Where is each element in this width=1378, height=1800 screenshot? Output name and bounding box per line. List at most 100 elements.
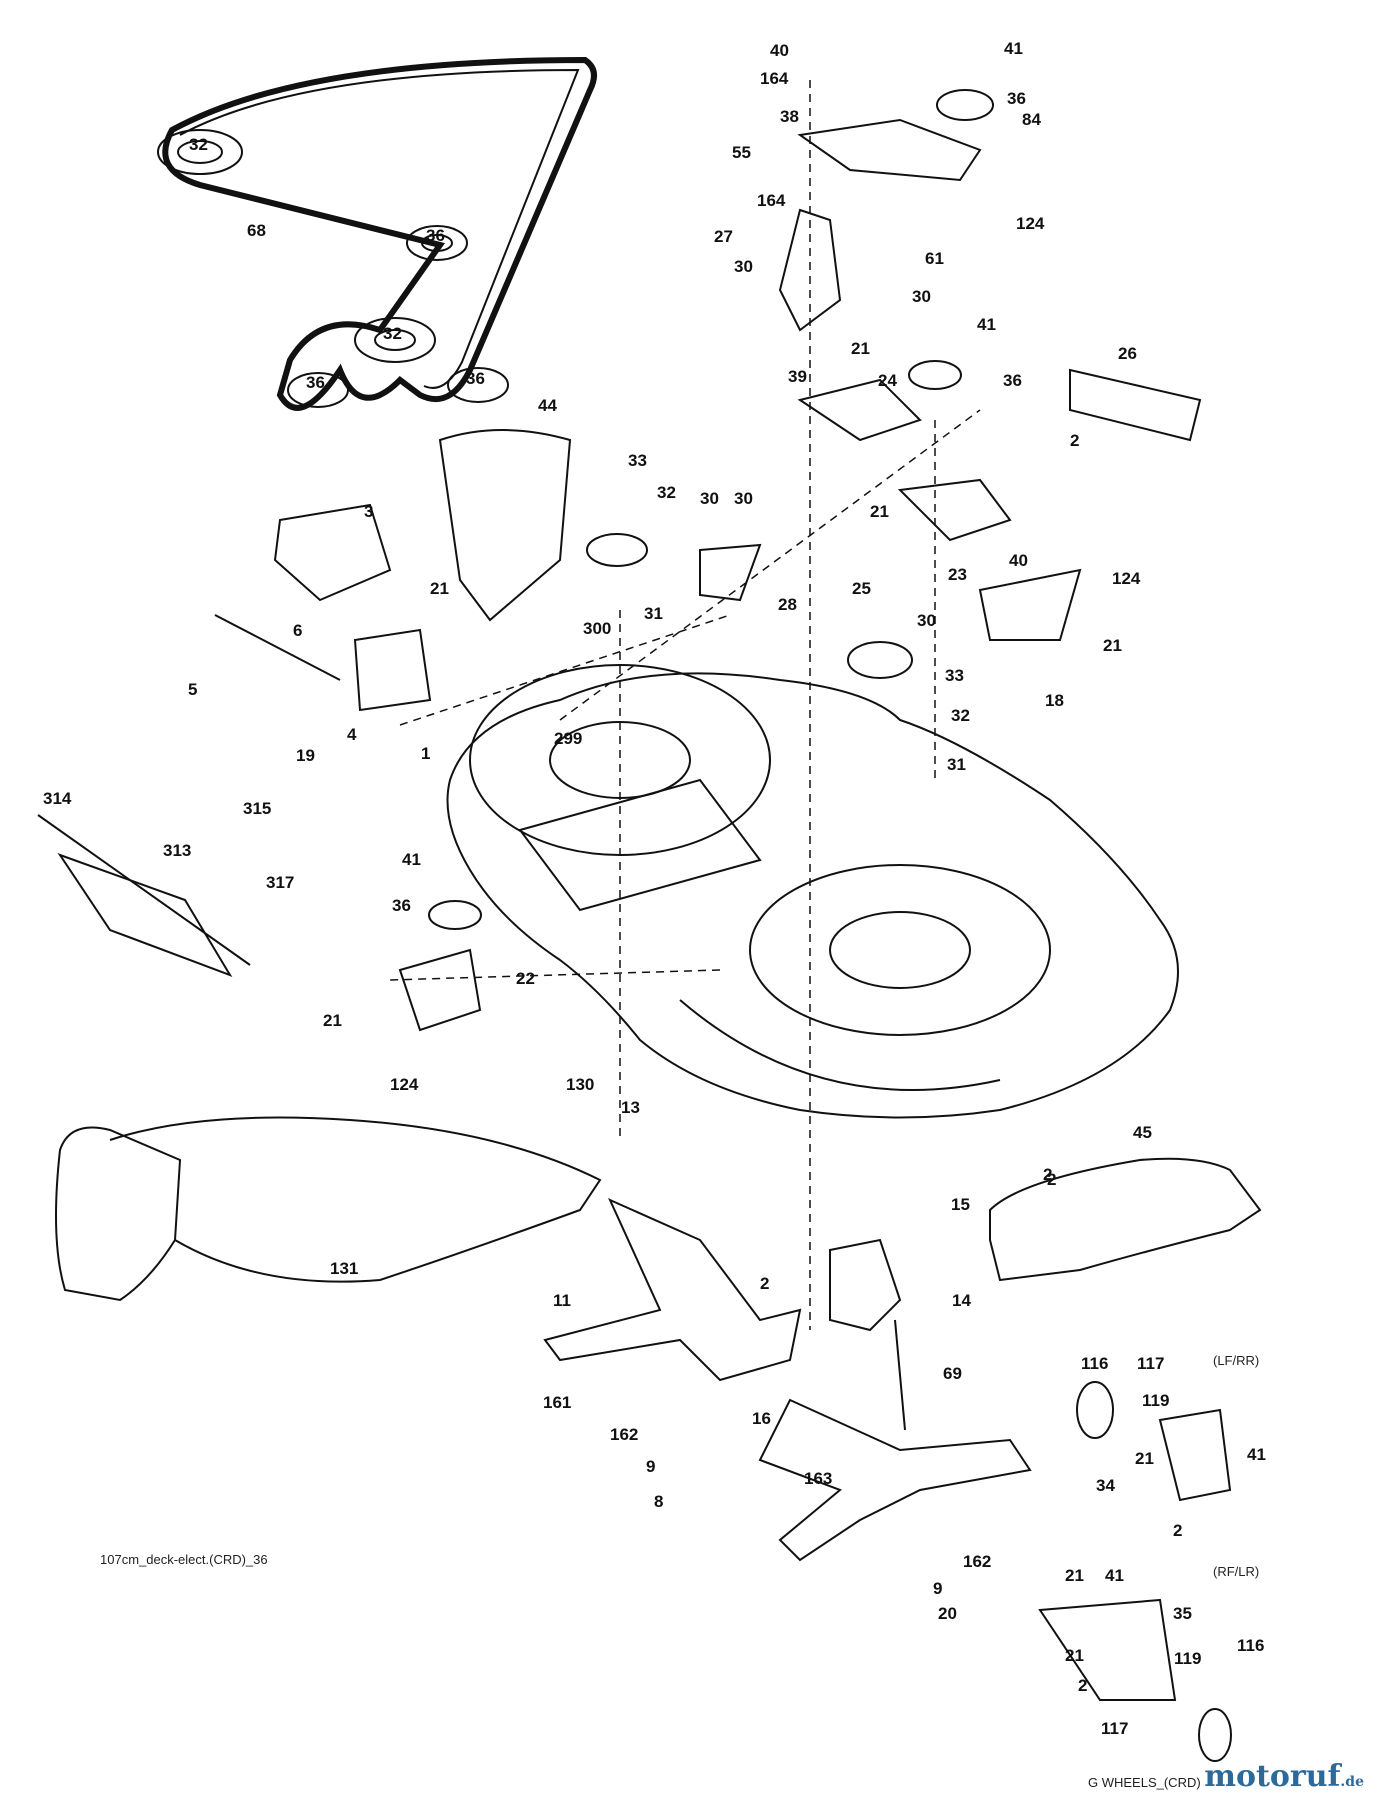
- callout-26: 3: [364, 502, 374, 521]
- callout-91: 117: [1101, 1719, 1129, 1738]
- callout-62: 2: [1047, 1170, 1057, 1189]
- gauge-wheels: [1038, 1381, 1232, 1762]
- callout-31: 19: [296, 746, 315, 765]
- callout-32: 300: [583, 619, 612, 638]
- callout-33: 31: [644, 604, 663, 623]
- idler-assembly: [778, 89, 1202, 679]
- callout-6: 36: [1007, 89, 1026, 108]
- callout-60: 45: [1133, 1123, 1152, 1142]
- callout-53: 22: [516, 969, 535, 988]
- callout-41: 33: [945, 666, 964, 685]
- callout-27: 21: [430, 579, 449, 598]
- callout-16: 36: [1003, 371, 1022, 390]
- callout-4: 164: [757, 191, 786, 210]
- callout-82: 41: [1247, 1445, 1266, 1464]
- callout-73: 163: [804, 1469, 833, 1488]
- callout-61: 15: [951, 1195, 970, 1214]
- callout-29: 5: [188, 680, 198, 699]
- callout-36: 40: [1009, 551, 1028, 570]
- callout-63: 2: [760, 1274, 770, 1293]
- callout-22: 32: [657, 483, 676, 502]
- callout-58: 13: [621, 1098, 640, 1117]
- callout-55: 124: [390, 1075, 419, 1094]
- callout-8: 124: [1016, 214, 1045, 233]
- callout-9: 27: [714, 227, 733, 246]
- callout-7: 84: [1022, 110, 1041, 129]
- belt-drawing: [162, 56, 597, 411]
- callout-74: 162: [963, 1552, 992, 1571]
- callout-5: 41: [1004, 39, 1023, 58]
- callout-85: 41: [1105, 1566, 1124, 1585]
- callout-49: 313: [163, 841, 192, 860]
- callout-83: 2: [1173, 1521, 1183, 1540]
- callout-1: 164: [760, 69, 789, 88]
- callout-17: 24: [878, 371, 897, 390]
- callout-19: 2: [1070, 431, 1080, 450]
- callout-43: 18: [1045, 691, 1064, 710]
- callout-37: 25: [852, 579, 871, 598]
- callout-15: 21: [851, 339, 870, 358]
- callout-68: 69: [943, 1364, 962, 1383]
- callout-86: 35: [1173, 1604, 1192, 1623]
- callout-44: 31: [947, 755, 966, 774]
- callout-30: 4: [347, 725, 357, 744]
- callout-48: 315: [243, 799, 272, 818]
- callout-45: 299: [554, 729, 583, 748]
- callout-23: 30: [700, 489, 719, 508]
- wheel-code: G WHEELS_(CRD): [1088, 1775, 1201, 1790]
- lift-rod: [37, 814, 251, 977]
- callout-34: 21: [870, 502, 889, 521]
- callout-56: 130: [566, 1075, 595, 1094]
- callout-20: 44: [538, 396, 557, 415]
- watermark-main: motoruf: [1204, 1759, 1341, 1794]
- callout-40: 21: [1103, 636, 1122, 655]
- belt-pulleys: [157, 129, 509, 408]
- callout-88: 119: [1174, 1649, 1202, 1668]
- callout-25: 28: [778, 595, 797, 614]
- spindle: [829, 1238, 902, 1332]
- watermark-tld: .de: [1340, 1774, 1364, 1790]
- callout-79: 119: [1142, 1391, 1170, 1410]
- callout-3: 55: [732, 143, 751, 162]
- callout-13: 41: [977, 315, 996, 334]
- callout-21: 33: [628, 451, 647, 470]
- callout-80: 21: [1135, 1449, 1154, 1468]
- callout-89: 116: [1237, 1636, 1265, 1655]
- callout-12: 30: [912, 287, 931, 306]
- callout-42: 32: [951, 706, 970, 725]
- callout-54: 21: [323, 1011, 342, 1030]
- callout-10: 30: [734, 257, 753, 276]
- callout-39: 124: [1112, 569, 1141, 588]
- callout-47: 314: [43, 789, 72, 808]
- variant-bottom: (RF/LR): [1213, 1564, 1260, 1579]
- callout-11: 61: [925, 249, 944, 268]
- callout-51: 41: [402, 850, 421, 869]
- callout-70: 162: [610, 1425, 639, 1444]
- callout-65: 131: [330, 1259, 359, 1278]
- callout-18: 26: [1118, 344, 1137, 363]
- callout-71: 9: [646, 1457, 656, 1476]
- belt-cover: [989, 1157, 1262, 1282]
- left-brackets: [214, 429, 762, 1032]
- callout-46: 1: [421, 744, 431, 763]
- belt-pulley-label: 32: [189, 135, 208, 154]
- watermark: motoruf.de: [1204, 1759, 1364, 1794]
- callout-90: 2: [1078, 1676, 1088, 1695]
- callout-81: 34: [1096, 1476, 1115, 1495]
- callout-87: 21: [1065, 1646, 1084, 1665]
- callout-75: 9: [933, 1579, 943, 1598]
- callout-14: 39: [788, 367, 807, 386]
- callout-64: 14: [952, 1291, 971, 1310]
- callout-76: 20: [938, 1604, 957, 1623]
- callout-35: 23: [948, 565, 967, 584]
- belt-pulley-label: 32: [383, 324, 402, 343]
- callout-72: 8: [654, 1492, 664, 1511]
- callout-52: 36: [392, 896, 411, 915]
- callout-50: 317: [266, 873, 295, 892]
- callout-77: 116: [1081, 1354, 1109, 1373]
- callout-78: 117: [1137, 1354, 1165, 1373]
- belt-pulley-label: 36: [426, 226, 445, 245]
- variant-top: (LF/RR): [1213, 1353, 1260, 1368]
- callout-0: 40: [770, 41, 789, 60]
